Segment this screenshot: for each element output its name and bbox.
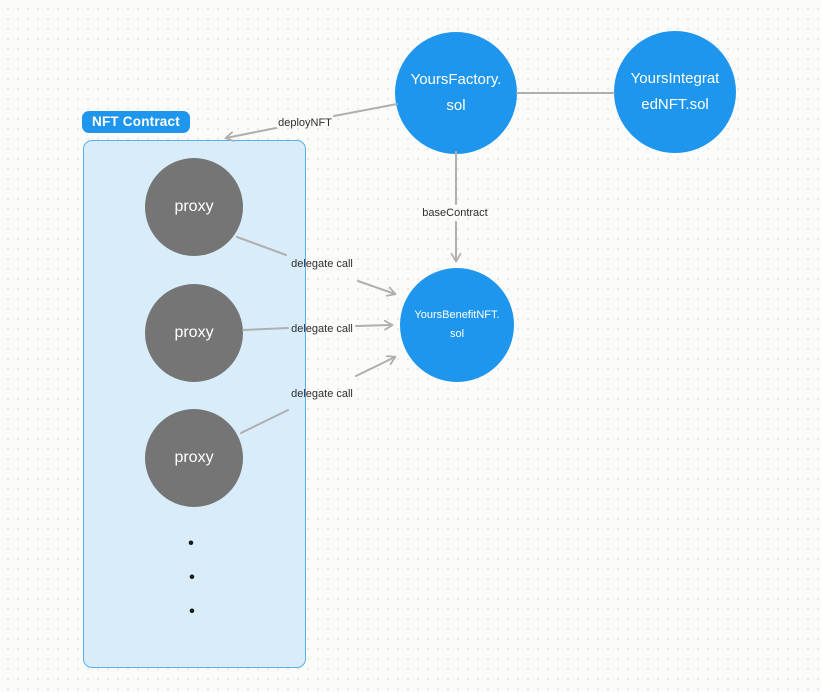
node-proxy-2-label: proxy [174,324,214,341]
edge-deploynft-arrow[interactable] [224,127,277,142]
node-proxy-3[interactable]: proxy [145,409,243,507]
node-yoursfactory-label-line1: YoursFactory. [410,71,502,88]
node-proxy-1[interactable]: proxy [145,158,243,256]
node-yoursintegratednft-label-line2: edNFT.sol [641,96,709,113]
node-yoursbenefitnft[interactable]: YoursBenefitNFT. sol [400,268,514,382]
nft-contract-group-title[interactable]: NFT Contract [82,111,190,133]
edge-delegate2-line[interactable] [242,327,289,331]
node-yoursintegratednft[interactable]: YoursIntegrat edNFT.sol [614,31,736,153]
edge-delegate3-arrow[interactable] [355,355,397,377]
node-proxy-1-label: proxy [174,198,214,215]
node-yoursbenefitnft-label-line1: YoursBenefitNFT. [414,309,500,321]
edge-delegate3-line[interactable] [240,409,289,434]
edge-label-deploynft[interactable]: deployNFT [278,117,332,129]
edge-delegate2-arrow[interactable] [355,319,394,331]
edge-deploynft-line[interactable] [333,103,398,117]
node-proxy-3-label: proxy [174,449,214,466]
edge-delegate1-arrow[interactable] [357,280,397,297]
node-yoursfactory-label-line2: sol [446,97,466,114]
edge-label-basecontract[interactable]: baseContract [422,207,488,219]
ellipsis-dot-1: • [188,533,194,553]
node-proxy-2[interactable]: proxy [145,284,243,382]
node-yoursbenefitnft-label-line2: sol [449,328,465,340]
edge-label-delegate-call-3[interactable]: delegate call [291,388,353,400]
edge-delegate1-line[interactable] [236,236,287,256]
ellipsis-dot-2: • [189,567,195,587]
ellipsis-dot-3: • [189,601,195,621]
node-yoursfactory[interactable]: YoursFactory. sol [395,32,517,154]
edge-label-delegate-call-2[interactable]: delegate call [291,323,353,335]
node-yoursintegratednft-label-line1: YoursIntegrat [630,70,720,87]
edge-label-delegate-call-1[interactable]: delegate call [291,258,353,270]
